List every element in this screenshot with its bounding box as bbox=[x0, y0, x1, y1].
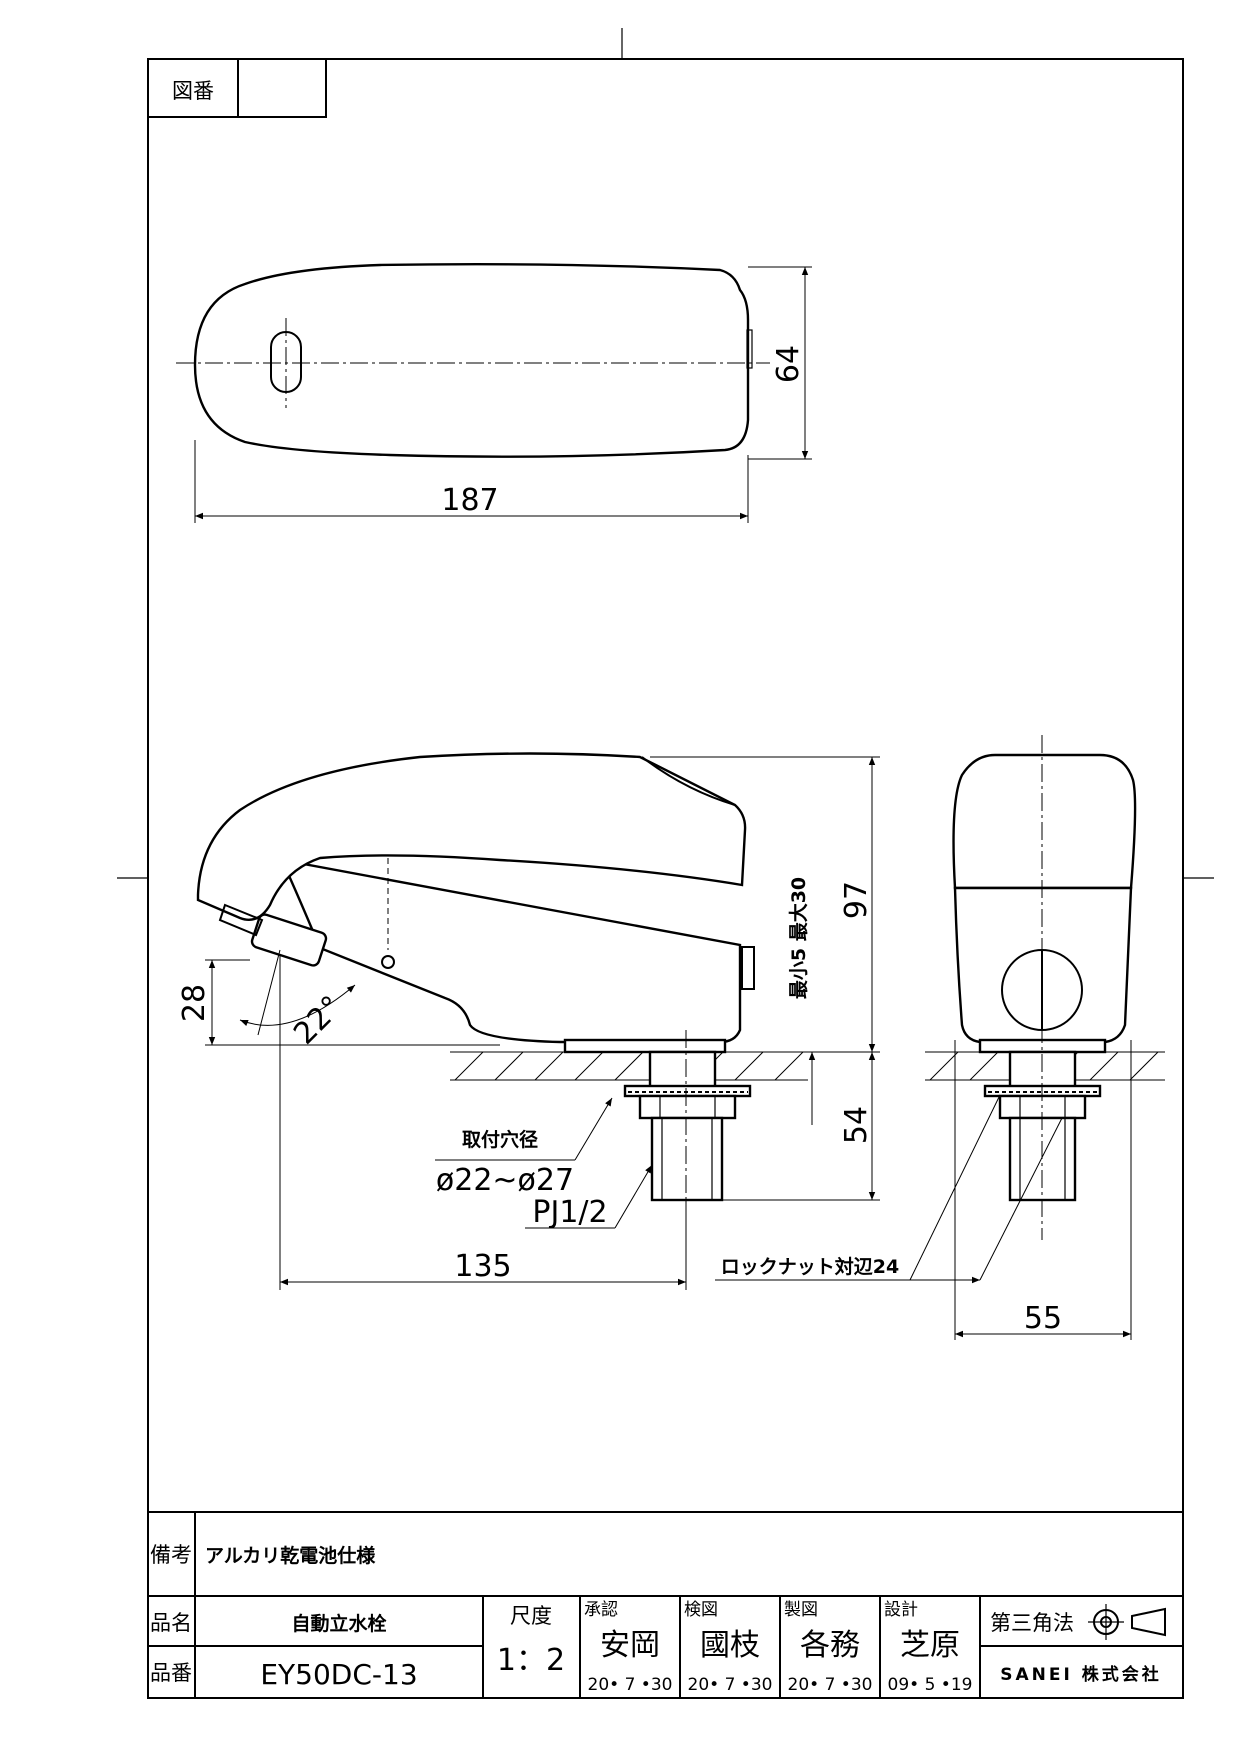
check-date: 20• 7 •30 bbox=[688, 1675, 773, 1695]
check-label: 検図 bbox=[684, 1600, 718, 1620]
scale-label: 尺度 bbox=[510, 1604, 552, 1628]
remarks-value: アルカリ乾電池仕様 bbox=[205, 1544, 376, 1567]
side-view: 55 ロックナット対辺24 bbox=[715, 735, 1165, 1340]
approve-name: 安岡 bbox=[600, 1628, 660, 1663]
design-label: 設計 bbox=[884, 1600, 918, 1620]
dim-spout-angle: 22° bbox=[287, 989, 349, 1051]
scale-value: 1：2 bbox=[497, 1643, 565, 1678]
counter-hatch bbox=[450, 1051, 808, 1081]
dim-top-length: 187 bbox=[441, 483, 498, 518]
hole-label: 取付穴径 bbox=[462, 1128, 538, 1151]
dim-reach: 135 bbox=[454, 1249, 511, 1284]
drawing-number-label: 図番 bbox=[172, 79, 214, 103]
number-label: 品番 bbox=[150, 1661, 192, 1685]
top-view: 64 187 bbox=[176, 262, 812, 523]
front-view: 97 最小5 最大30 54 28 22° 135 取付穴径 ø22~ø27 P… bbox=[177, 752, 880, 1290]
design-name: 芝原 bbox=[900, 1628, 960, 1663]
approve-label: 承認 bbox=[584, 1600, 618, 1620]
hole-value: ø22~ø27 bbox=[436, 1163, 574, 1198]
drawing-number-box: 図番 bbox=[147, 58, 327, 118]
dim-range: 最小5 最大30 bbox=[787, 877, 810, 999]
company-name: SANEI 株式会社 bbox=[1000, 1664, 1161, 1685]
draw-date: 20• 7 •30 bbox=[788, 1675, 873, 1695]
dim-below-counter: 54 bbox=[839, 1106, 874, 1144]
dim-height: 97 bbox=[839, 881, 874, 919]
draw-name: 各務 bbox=[800, 1628, 860, 1663]
design-date: 09• 5 •19 bbox=[888, 1675, 973, 1695]
name-value: 自動立水栓 bbox=[291, 1612, 386, 1635]
dim-top-width: 64 bbox=[771, 345, 806, 383]
dim-spout-height: 28 bbox=[177, 984, 212, 1022]
draw-label: 製図 bbox=[784, 1600, 818, 1620]
approve-date: 20• 7 •30 bbox=[588, 1675, 673, 1695]
locknut-label: ロックナット対辺24 bbox=[721, 1255, 899, 1278]
thread-label: PJ1/2 bbox=[532, 1195, 607, 1230]
check-name: 國枝 bbox=[700, 1628, 760, 1663]
projection-label: 第三角法 bbox=[990, 1611, 1074, 1635]
title-block: 備考 アルカリ乾電池仕様 品名 自動立水栓 品番 EY50DC-13 尺度 1：… bbox=[148, 1511, 1183, 1698]
projection-symbol-icon bbox=[1088, 1604, 1166, 1640]
number-value: EY50DC-13 bbox=[260, 1658, 417, 1691]
dim-side-width: 55 bbox=[1024, 1301, 1062, 1336]
remarks-label: 備考 bbox=[150, 1543, 192, 1567]
name-label: 品名 bbox=[150, 1611, 192, 1635]
